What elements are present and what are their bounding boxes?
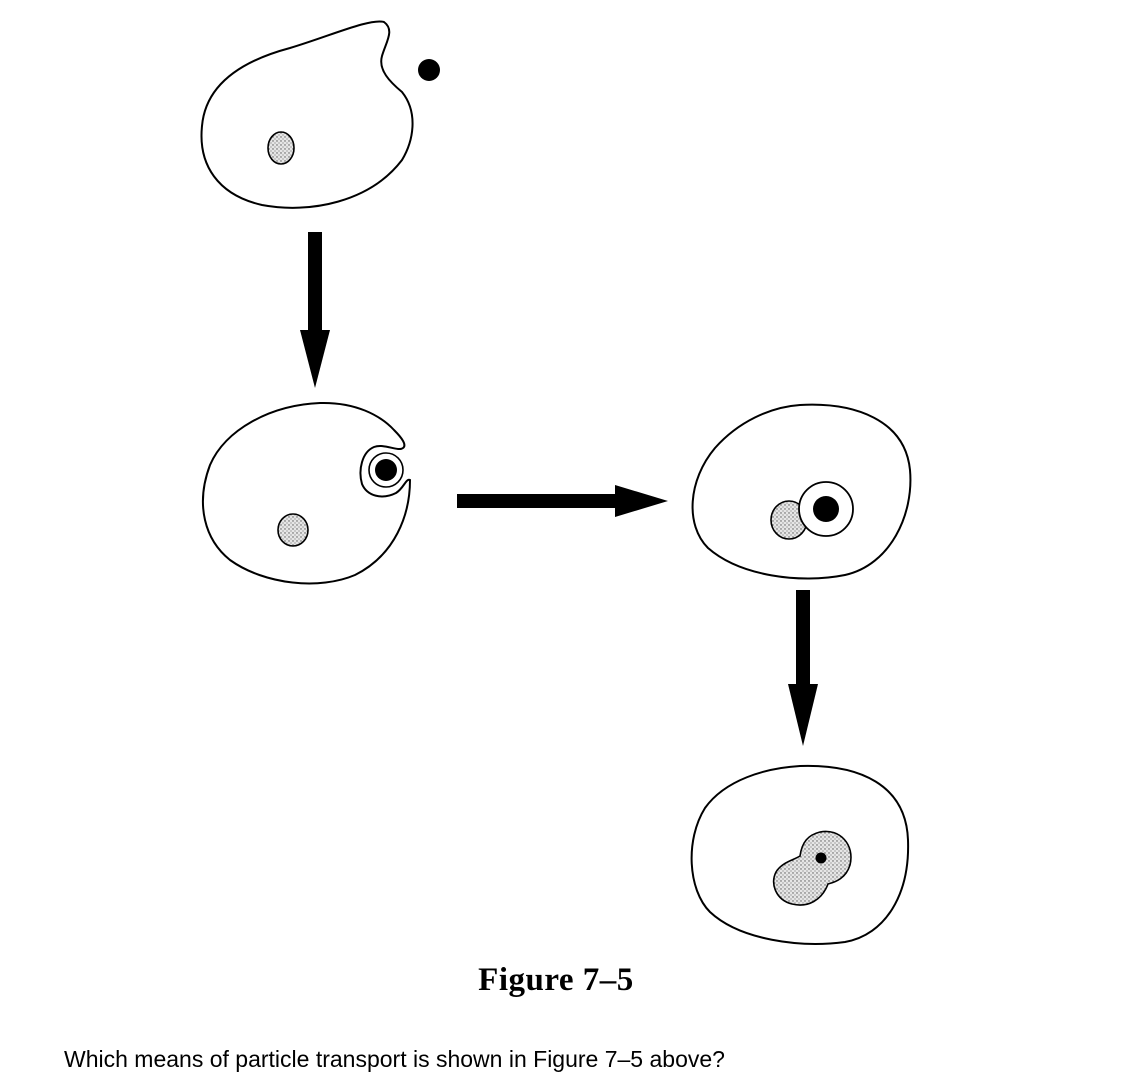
stage-1-lysosome <box>267 131 295 165</box>
stage-4-particle <box>815 852 827 864</box>
stage-2-particle <box>375 459 397 481</box>
stage-3-particle <box>813 496 839 522</box>
arrow-right <box>457 485 668 517</box>
arrow-down-2 <box>788 590 818 746</box>
figure-caption: Figure 7–5 <box>478 962 634 998</box>
stage-3-cell-group <box>691 403 912 580</box>
stage-2-cell-membrane <box>202 401 412 585</box>
stage-3-cell-membrane <box>691 403 912 580</box>
question-text: Which means of particle transport is sho… <box>64 1046 725 1072</box>
stage-2-lysosome <box>277 513 309 547</box>
stage-4-fused-lysosome <box>772 830 852 906</box>
stage-1-particle <box>418 59 440 81</box>
stage-1-cell-group <box>200 20 440 209</box>
stage-2-cell-group <box>202 401 412 585</box>
stage-4-cell-group <box>690 764 910 945</box>
stage-1-cell-membrane <box>200 20 414 209</box>
arrow-down-1 <box>300 232 330 388</box>
stage-4-cell-membrane <box>690 764 910 945</box>
